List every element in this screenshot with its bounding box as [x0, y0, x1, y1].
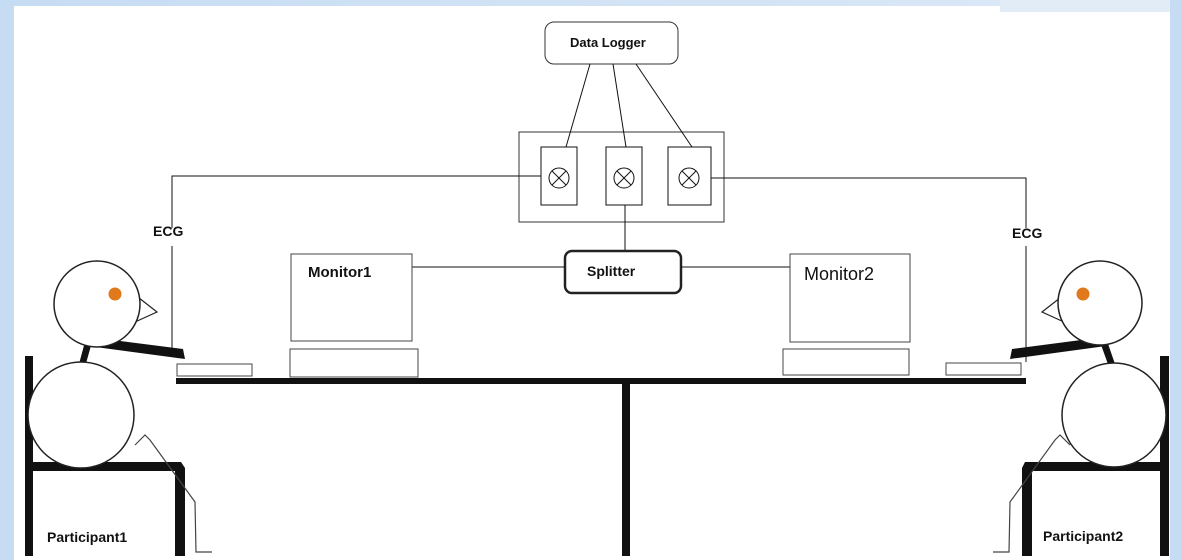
data-logger-label: Data Logger [570, 35, 646, 50]
participant2-eye [1076, 287, 1090, 301]
participant2-label: Participant2 [1043, 528, 1124, 544]
logger-wire-1 [565, 63, 591, 148]
connector-socket-3 [667, 146, 712, 206]
monitor2-screen [789, 253, 911, 343]
participant2-device [945, 362, 1022, 376]
monitor1-screen [290, 253, 413, 342]
participant1-figure [25, 260, 212, 556]
table-leg [622, 384, 630, 556]
participant1-body [27, 361, 135, 469]
participant2-chair-back [1160, 356, 1169, 556]
logger-wire-3 [635, 63, 693, 148]
participant2-arm [1010, 337, 1106, 359]
monitor2-label: Monitor2 [804, 264, 875, 284]
monitor2-keyboard [782, 348, 910, 376]
participant1-device [176, 363, 253, 377]
frame-left-strip [0, 0, 14, 560]
socket-1-icon [548, 167, 570, 189]
participant1-head [53, 260, 141, 348]
frame-right-strip [1170, 0, 1181, 560]
participant2-body [1061, 362, 1167, 468]
participant1-chair-back [25, 356, 33, 556]
data-logger-box [544, 21, 679, 65]
frame-top-right-shade [1000, 0, 1170, 12]
monitor1-keyboard [289, 348, 419, 378]
splitter-label: Splitter [587, 263, 636, 279]
participant2-head [1057, 260, 1143, 346]
table-top [176, 378, 1026, 384]
frame-top-strip [0, 0, 1181, 6]
participant1-leg [134, 434, 212, 553]
socket-2-icon [613, 167, 635, 189]
connector-socket-1 [540, 146, 578, 206]
socket-3-icon [678, 167, 700, 189]
splitter-box [563, 249, 683, 295]
logger-wire-2 [612, 63, 627, 148]
ecg-label-right: ECG [1012, 225, 1043, 241]
participant1-label: Participant1 [47, 529, 128, 545]
ecg-label-left: ECG [153, 223, 184, 239]
monitor1-label: Monitor1 [308, 264, 372, 281]
participant1-eye [108, 287, 122, 301]
ecg-wire-right-top [711, 177, 1027, 228]
participant2-figure [993, 260, 1169, 556]
participant2-leg [993, 434, 1071, 553]
ecg-wire-left-top [171, 175, 541, 228]
connector-socket-2 [605, 146, 643, 206]
table [176, 378, 1026, 556]
